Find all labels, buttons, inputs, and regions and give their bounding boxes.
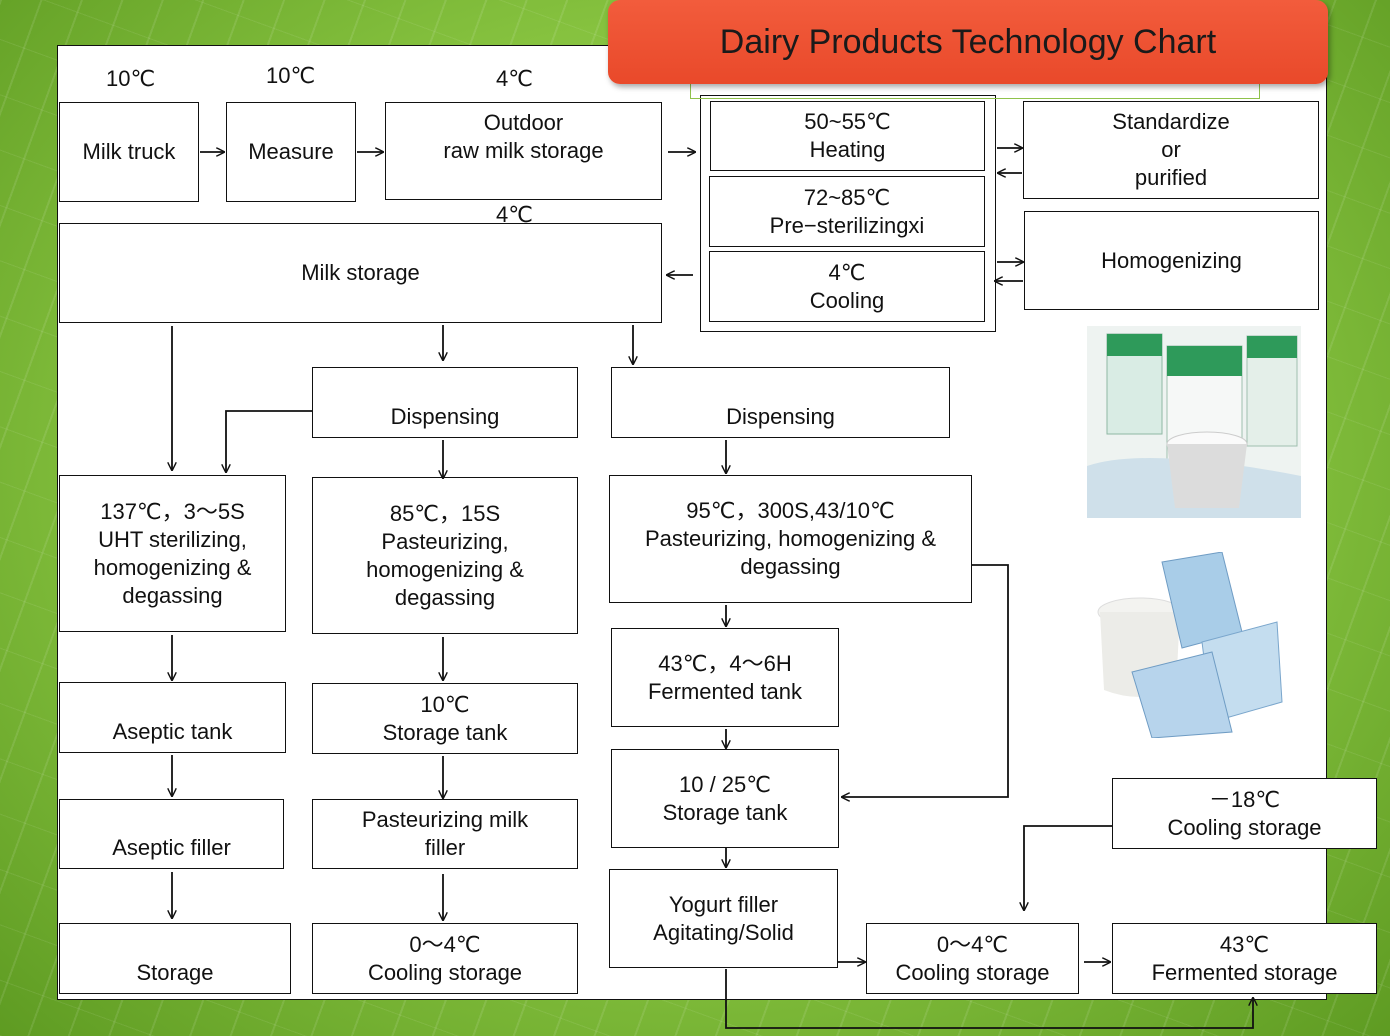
fermented-tank-box: 43℃，4～6H Fermented tank bbox=[611, 628, 839, 727]
fermented-storage-box: 43℃ Fermented storage bbox=[1112, 923, 1377, 994]
yogurt-packs-photo bbox=[1092, 552, 1284, 738]
pasteurizing-95-box: 95℃，300S,43/10℃ Pasteurizing, homogenizi… bbox=[609, 475, 972, 603]
cooling-storage-18-box: －18℃ Cooling storage bbox=[1112, 778, 1377, 849]
milk-storage-box: Milk storage bbox=[59, 223, 662, 323]
cooling-storage-box-2: 0～4℃ Cooling storage bbox=[866, 923, 1079, 994]
title-underline bbox=[690, 84, 1260, 99]
standardize-box: Standardize or purified bbox=[1023, 101, 1319, 199]
cooling-box: 4℃ Cooling bbox=[709, 251, 985, 322]
aseptic-filler-box: Aseptic filler bbox=[59, 799, 284, 869]
dispensing-box-2: Dispensing bbox=[611, 367, 950, 438]
outdoor-storage-box: Outdoor raw milk storage bbox=[385, 102, 662, 200]
measure-box: Measure bbox=[226, 102, 356, 202]
pre-sterilizing-box: 72~85℃ Pre−sterilizingxi bbox=[709, 176, 985, 247]
yogurt-filler-box: Yogurt filler Agitating/Solid bbox=[609, 869, 838, 968]
uht-sterilizing-box: 137℃，3～5S UHT sterilizing, homogenizing … bbox=[59, 475, 286, 632]
temp-milk-storage: 4℃ bbox=[496, 202, 533, 227]
temp-truck: 10℃ bbox=[106, 66, 156, 91]
storage-tank-10-25-box: 10 / 25℃ Storage tank bbox=[611, 749, 839, 848]
dispensing-box-1: Dispensing bbox=[312, 367, 578, 438]
homogenizing-box: Homogenizing bbox=[1024, 211, 1319, 310]
milk-cartons-photo bbox=[1087, 326, 1301, 518]
heating-box: 50~55℃ Heating bbox=[710, 101, 985, 171]
temp-outdoor: 4℃ bbox=[496, 66, 533, 91]
aseptic-tank-box: Aseptic tank bbox=[59, 682, 286, 753]
chart-title: Dairy Products Technology Chart bbox=[608, 0, 1328, 84]
storage-box: Storage bbox=[59, 923, 291, 994]
cooling-storage-box-1: 0～4℃ Cooling storage bbox=[312, 923, 578, 994]
milk-truck-box: Milk truck bbox=[59, 102, 199, 202]
pasteurizing-milk-filler-box: Pasteurizing milk filler bbox=[312, 799, 578, 869]
storage-tank-10-box: 10℃ Storage tank bbox=[312, 683, 578, 754]
pasteurizing-85-box: 85℃，15S Pasteurizing, homogenizing & deg… bbox=[312, 477, 578, 634]
temp-measure: 10℃ bbox=[266, 63, 316, 88]
